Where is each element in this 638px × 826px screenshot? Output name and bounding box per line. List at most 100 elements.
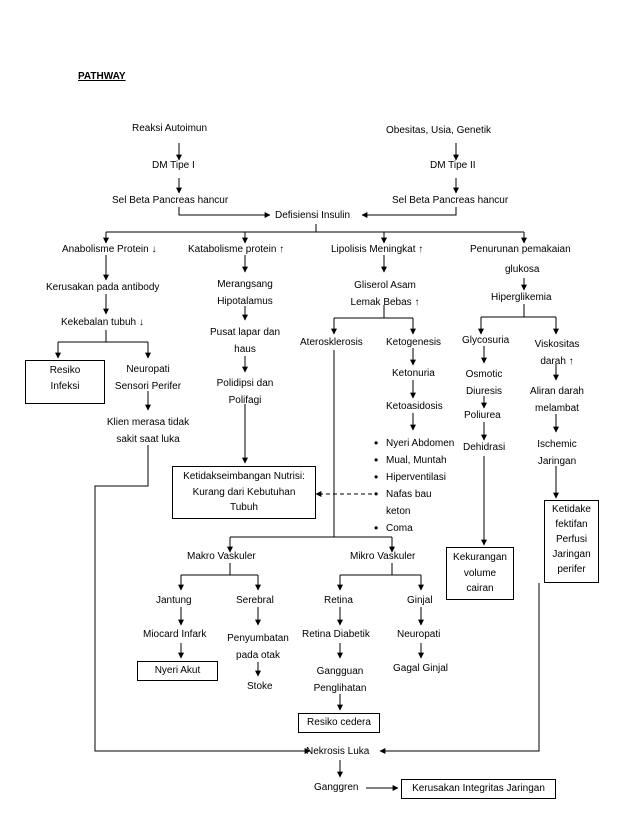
neuropati-line-1: Neuropati [126, 364, 170, 375]
nutrisi-line-3: Tubuh [230, 502, 258, 513]
node-defisiensi-insulin: Defisiensi Insulin [275, 210, 351, 221]
node-ketonuria: Ketonuria [392, 368, 435, 379]
polidipsi-line-1: Polidipsi dan [216, 378, 274, 389]
node-dm-tipe-1: DM Tipe I [152, 160, 195, 171]
node-glycosuria: Glycosuria [462, 335, 510, 346]
node-sel-beta-1: Sel Beta Pancreas hancur [112, 195, 229, 206]
node-obesitas: Obesitas, Usia, Genetik [386, 125, 492, 136]
node-dehidrasi: Dehidrasi [463, 442, 506, 453]
diagnosis-resiko-infeksi: Resiko Infeksi [25, 360, 105, 404]
node-kekebalan: Kekebalan tubuh ↓ [61, 317, 144, 328]
gangguan-line-1: Gangguan [316, 666, 364, 677]
neuropati-line-2: Sensori Perifer [114, 381, 182, 392]
node-pusat-lapar: Pusat lapar dan haus [200, 324, 290, 358]
node-stoke: Stoke [247, 681, 273, 692]
sign-item: Mual, Muntah [374, 452, 454, 469]
diagnosis-ketidakefektifan-perfusi: Ketidake fektifan Perfusi Jaringan perif… [544, 500, 599, 583]
node-polidipsi: Polidipsi dan Polifagi [200, 375, 290, 409]
penyumbatan-line-1: Penyumbatan [227, 633, 289, 644]
node-sel-beta-2: Sel Beta Pancreas hancur [392, 195, 509, 206]
node-gliserol: Gliserol Asam Lemak Bebas ↑ [335, 277, 435, 311]
gliserol-line-1: Gliserol Asam [354, 280, 416, 291]
node-neuropati-sensori: Neuropati Sensori Perifer [104, 361, 192, 395]
gangguan-line-2: Penglihatan [313, 683, 367, 694]
sign-item: Nafas bau [374, 486, 454, 503]
node-ginjal: Ginjal [407, 595, 433, 606]
merangsang-line-2: Hipotalamus [217, 296, 273, 307]
ketoasidosis-signs-list: Nyeri Abdomen Mual, Muntah Hiperventilas… [374, 435, 454, 537]
node-lipolisis: Lipolisis Meningkat ↑ [331, 244, 424, 255]
diagnosis-resiko-cedera: Resiko cedera [298, 713, 380, 733]
nutrisi-line-2: Kurang dari Kebutuhan [192, 486, 296, 498]
node-poliurea: Poliurea [464, 410, 501, 421]
diagnosis-kekurangan-volume-cairan: Kekurangan volume cairan [446, 547, 514, 600]
perfusi-line-2: fektifan [555, 519, 588, 530]
node-anabolisme: Anabolisme Protein ↓ [62, 244, 157, 255]
osmotic-line-1: Osmotic [465, 369, 503, 380]
sign-item-continued: keton [386, 506, 411, 517]
node-ischemic: Ischemic Jaringan [522, 436, 592, 470]
page-title: PATHWAY [78, 71, 126, 82]
resiko-infeksi-line-2: Infeksi [50, 380, 80, 392]
aliran-line-2: melambat [535, 403, 579, 414]
node-ketoasidosis: Ketoasidosis [386, 401, 443, 412]
node-serebral: Serebral [236, 595, 274, 606]
pusat-line-2: haus [234, 344, 256, 355]
perfusi-line-5: perifer [557, 564, 586, 575]
node-neuropati: Neuropati [397, 629, 441, 640]
klien-line-1: Klien merasa tidak [106, 417, 190, 428]
gliserol-line-2: Lemak Bebas ↑ [350, 297, 420, 308]
node-miocard-infark: Miocard Infark [143, 629, 207, 640]
node-kerusakan-antibody: Kerusakan pada antibody [46, 282, 160, 293]
diagnosis-kerusakan-integritas-jaringan: Kerusakan Integritas Jaringan [401, 779, 556, 799]
viskositas-line-2: darah ↑ [540, 356, 574, 367]
node-ganggren: Ganggren [314, 782, 359, 793]
node-retina-diabetik: Retina Diabetik [302, 629, 370, 640]
node-reaksi-autoimun: Reaksi Autoimun [132, 123, 208, 134]
penyumbatan-line-2: pada otak [236, 650, 280, 661]
perfusi-line-4: Jaringan [552, 549, 591, 560]
node-klien-merasa: Klien merasa tidak sakit saat luka [96, 414, 200, 448]
viskositas-line-1: Viskositas [534, 339, 580, 350]
osmotic-line-2: Diuresis [465, 386, 503, 397]
diagnosis-nyeri-akut: Nyeri Akut [137, 661, 218, 681]
node-mikro-vaskuler: Mikro Vaskuler [350, 551, 416, 562]
perfusi-line-3: Perfusi [555, 534, 588, 545]
merangsang-line-1: Merangsang [217, 279, 273, 290]
nutrisi-line-1: Ketidakseimbangan Nutrisi: [183, 471, 305, 482]
node-viskositas: Viskositas darah ↑ [526, 336, 588, 370]
sign-item: Hiperventilasi [374, 469, 454, 486]
resiko-infeksi-line-1: Resiko [49, 365, 81, 376]
node-aterosklerosis: Aterosklerosis [300, 337, 363, 348]
node-penurunan-2: glukosa [505, 264, 540, 275]
node-dm-tipe-2: DM Tipe II [430, 160, 476, 171]
node-gangguan-penglihatan: Gangguan Penglihatan [298, 663, 382, 697]
node-gagal-ginjal: Gagal Ginjal [393, 663, 449, 674]
ischemic-line-1: Ischemic [537, 439, 577, 450]
perfusi-line-1: Ketidake [552, 504, 591, 515]
sign-item: Nyeri Abdomen [374, 435, 454, 452]
node-ketogenesis: Ketogenesis [386, 337, 442, 348]
node-retina: Retina [324, 595, 353, 606]
cairan-line-3: cairan [466, 583, 494, 594]
node-aliran-darah: Aliran darah melambat [518, 383, 596, 417]
cairan-line-2: volume [463, 567, 497, 579]
node-jantung: Jantung [156, 595, 192, 606]
ischemic-line-2: Jaringan [537, 456, 577, 467]
klien-line-2: sakit saat luka [116, 434, 180, 445]
node-hiperglikemia: Hiperglikemia [491, 292, 552, 303]
cairan-line-1: Kekurangan [453, 552, 507, 563]
node-makro-vaskuler: Makro Vaskuler [187, 551, 256, 562]
pusat-line-1: Pusat lapar dan [209, 327, 281, 338]
sign-item: Coma [374, 520, 454, 537]
diagnosis-ketidakseimbangan-nutrisi: Ketidakseimbangan Nutrisi: Kurang dari K… [172, 466, 316, 519]
node-nekrosis-luka: Nekrosis Luka [306, 746, 370, 757]
polidipsi-line-2: Polifagi [228, 395, 262, 406]
node-penyumbatan: Penyumbatan pada otak [218, 630, 298, 664]
node-osmotic: Osmotic Diuresis [450, 366, 518, 400]
aliran-line-1: Aliran darah [530, 386, 584, 397]
node-merangsang: Merangsang Hipotalamus [200, 276, 290, 310]
node-katabolisme: Katabolisme protein ↑ [188, 244, 285, 255]
node-penurunan-1: Penurunan pemakaian [470, 244, 571, 255]
